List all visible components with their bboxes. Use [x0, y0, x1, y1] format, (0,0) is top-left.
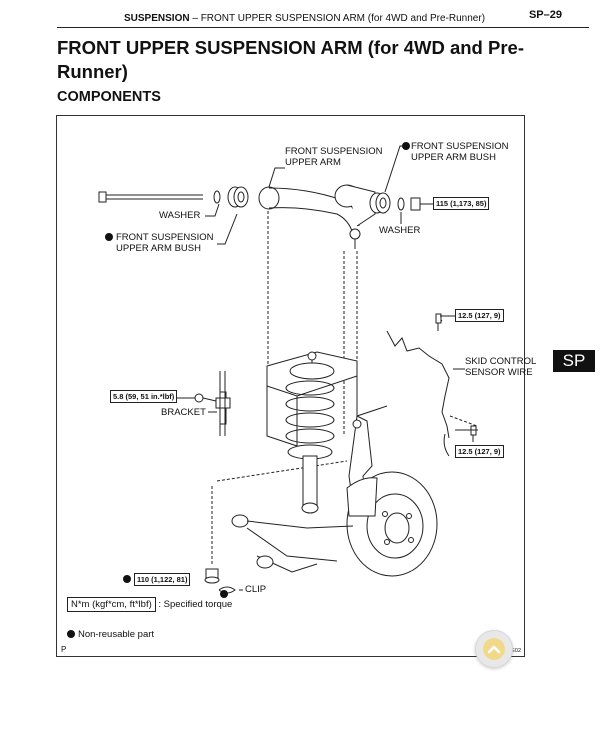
legend-units: N*m (kgf*cm, ft*lbf) — [67, 597, 156, 612]
torque-upper-nut: 115 (1,173, 85) — [433, 197, 490, 210]
skid-sensor-wire-part — [386, 313, 477, 457]
scroll-top-button[interactable] — [475, 630, 513, 668]
bush-left-part — [227, 186, 249, 208]
non-reusable-dot-icon — [105, 232, 113, 241]
label-washer-left: WASHER — [159, 210, 201, 221]
legend-torque: N*m (kgf*cm, ft*lbf) : Specified torque — [67, 597, 233, 612]
bracket-part — [194, 371, 231, 436]
non-reusable-dot-icon — [123, 574, 131, 583]
label-washer-right: WASHER — [379, 225, 421, 236]
brake-disc-part — [346, 471, 438, 577]
legend-non-reusable: Non-reusable part — [67, 629, 154, 640]
torque-sensor-bottom: 12.5 (127, 9) — [455, 445, 504, 458]
clip-dot-group — [220, 584, 231, 602]
section-subtitle: COMPONENTS — [57, 89, 161, 105]
exploded-diagram — [98, 145, 478, 594]
upper-arm-part — [258, 184, 376, 249]
header-separator: – — [192, 13, 198, 24]
coil-spring-part — [285, 351, 335, 514]
non-reusable-dot-icon — [67, 629, 75, 638]
label-bracket: BRACKET — [161, 407, 206, 418]
label-clip: CLIP — [245, 584, 267, 595]
lower-arm-part — [231, 514, 354, 573]
figure-footer-left: P — [61, 645, 67, 654]
torque-sensor-top: 12.5 (127, 9) — [455, 309, 504, 322]
header-rule — [57, 27, 589, 28]
upper-nut-part — [410, 197, 434, 211]
torque-lower-nut-group: 110 (1,122, 81) — [123, 569, 191, 587]
label-front-upper-arm: FRONT SUSPENSION UPPER ARM — [285, 146, 383, 168]
label-bush-left: FRONT SUSPENSION UPPER ARM BUSH — [105, 232, 213, 254]
washer-right-part — [397, 197, 405, 211]
washer-left-part — [213, 190, 221, 204]
label-bush-right: FRONT SUSPENSION UPPER ARM BUSH — [402, 141, 508, 163]
torque-bracket: 5.8 (59, 51 in.*lbf) — [110, 390, 178, 403]
running-header: SUSPENSION – FRONT UPPER SUSPENSION ARM … — [124, 13, 485, 24]
non-reusable-dot-icon — [220, 589, 228, 598]
header-section: SUSPENSION — [124, 13, 190, 24]
legend-units-desc: : Specified torque — [158, 599, 233, 610]
torque-lower-nut: 110 (1,122, 81) — [134, 573, 191, 586]
page-title: FRONT UPPER SUSPENSION ARM (for 4WD and … — [57, 37, 524, 82]
components-figure: FRONT SUSPENSION UPPER ARM FRONT SUSPENS… — [56, 115, 536, 657]
sp-section-tab[interactable]: SP — [553, 350, 595, 372]
non-reusable-dot-icon — [402, 141, 410, 150]
upper-arm-bolt — [98, 191, 203, 203]
bush-right-part — [369, 192, 391, 214]
lower-nut-part — [204, 568, 220, 584]
page-number: SP–29 — [528, 9, 562, 21]
label-skid-sensor: SKID CONTROL SENSOR WIRE — [465, 356, 537, 378]
chevron-up-icon — [483, 638, 505, 660]
header-topic: FRONT UPPER SUSPENSION ARM (for 4WD and … — [200, 13, 486, 24]
